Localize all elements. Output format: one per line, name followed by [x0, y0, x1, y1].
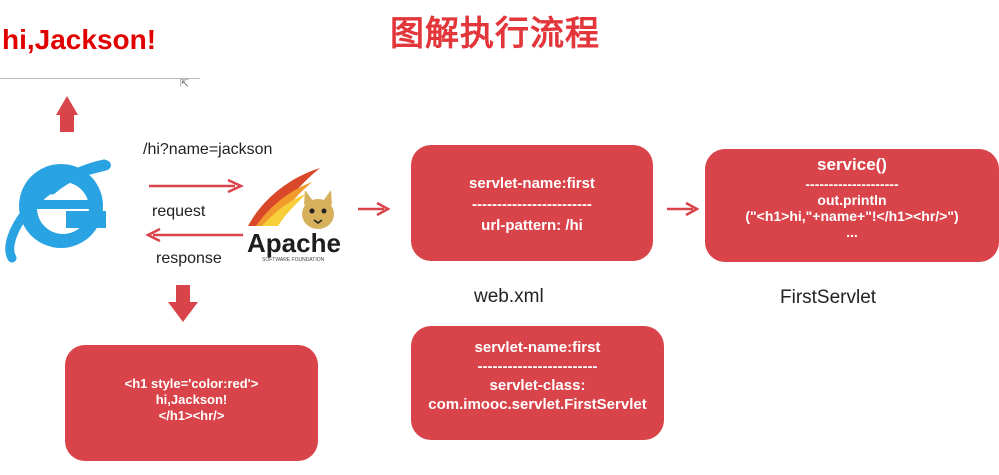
url-pattern-line: url-pattern: /hi — [481, 217, 583, 234]
code-line-2: ("<h1>hi,"+name+"!</h1><hr/>") — [745, 208, 959, 224]
response-label: response — [156, 250, 222, 267]
request-arrow-icon — [149, 178, 244, 194]
mouse-cursor-icon: ⇱ — [180, 77, 190, 90]
code-line-1: out.println — [817, 192, 887, 208]
firstservlet-caption: FirstServlet — [780, 287, 877, 308]
browser-output-text: hi,Jackson! — [2, 24, 157, 55]
horizontal-rule — [0, 78, 200, 79]
servlet-name-line: servlet-name:first — [469, 175, 595, 192]
divider-line: ------------------------ — [477, 358, 598, 375]
service-method-box: service() -------------------- out.print… — [705, 149, 999, 262]
html-output-box: <h1 style='color:red'> hi,Jackson! </h1>… — [65, 345, 318, 461]
servlet-class-value: com.imooc.servlet.FirstServlet — [428, 396, 647, 413]
code-line-3: ... — [846, 224, 858, 240]
page-title: 图解执行流程 — [390, 14, 600, 54]
down-arrow-icon — [168, 285, 198, 322]
internet-explorer-icon — [5, 159, 111, 263]
request-url-label: /hi?name=jackson — [143, 141, 273, 158]
html-output-box-bg — [65, 345, 318, 461]
webxml-to-servlet-arrow-icon — [667, 201, 700, 217]
webxml-caption: web.xml — [474, 286, 544, 307]
servlet-name-line: servlet-name:first — [474, 339, 601, 356]
apache-wordmark: Apache — [247, 228, 341, 258]
html-line-2: hi,Jackson! — [155, 392, 228, 407]
webxml-servlet-box: servlet-name:first ---------------------… — [411, 326, 664, 440]
divider-line: -------------------- — [805, 176, 899, 192]
up-arrow-icon — [56, 96, 78, 132]
service-title: service() — [817, 155, 887, 174]
apache-tomcat-icon — [248, 168, 334, 229]
html-line-1: <h1 style='color:red'> — [124, 376, 259, 391]
webxml-mapping-box: servlet-name:first ---------------------… — [411, 145, 653, 261]
webxml-mapping-box-bg — [411, 145, 653, 261]
webxml-servlet-box-bg — [411, 326, 664, 440]
servlet-class-label: servlet-class: — [489, 377, 586, 394]
response-arrow-icon — [145, 227, 243, 243]
apache-to-webxml-arrow-icon — [358, 201, 391, 217]
html-line-3: </h1><hr/> — [158, 408, 225, 423]
apache-subtitle: SOFTWARE FOUNDATION — [262, 257, 325, 263]
service-box-bg — [705, 149, 999, 262]
divider-line: ------------------------ — [472, 196, 592, 213]
request-label: request — [152, 203, 206, 220]
